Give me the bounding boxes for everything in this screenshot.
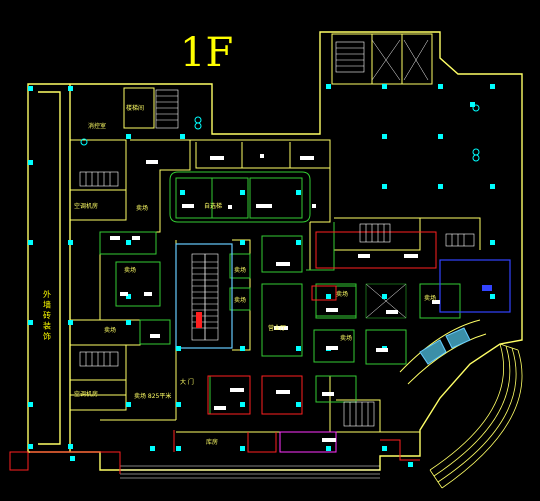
room-label-p: 卖场	[424, 294, 436, 302]
bottom-steps	[120, 465, 380, 479]
room-label-b: 楼梯间	[126, 104, 144, 112]
escalator	[175, 243, 233, 349]
room-label-c: 空调机房	[74, 202, 98, 210]
room-label-o: 卖场	[340, 334, 352, 342]
room-label-k: 卖场	[104, 326, 116, 334]
room-label-e: 卖场	[136, 204, 148, 212]
room-label-f: 卖场	[124, 266, 136, 274]
red-outline-bottom	[9, 451, 121, 474]
room-label-m: 大 门	[180, 378, 194, 386]
room-label-n: 卖场	[336, 290, 348, 298]
room-label-g: 自选梯	[204, 202, 222, 210]
room-label-h: 卖场	[234, 266, 246, 274]
round-columns	[80, 104, 480, 162]
crossed-boxes	[365, 39, 429, 319]
side-label: 外 墙 砖 装 饰	[43, 289, 52, 341]
blue-marker	[482, 285, 492, 291]
room-label-a: 消控室	[88, 122, 106, 130]
room-label-q: 库房	[206, 438, 218, 446]
room-label-j: 卖场 825平米	[134, 392, 171, 400]
blue-room	[439, 259, 511, 313]
room-labels: 消控室 楼梯间 空调机房 空调机房 卖场 卖场 自选梯 卖场 卖场 卖场 825…	[74, 104, 436, 446]
room-label-i: 卖场	[234, 296, 246, 304]
label-blocks	[110, 154, 440, 442]
room-label-l: 营业厅	[268, 324, 286, 332]
floor-title: 1F	[180, 30, 233, 76]
red-areas	[30, 231, 437, 461]
room-label-d: 空调机房	[74, 390, 98, 398]
entrance-curve	[399, 319, 487, 385]
stairs	[79, 41, 475, 427]
curved-stair	[429, 343, 523, 489]
